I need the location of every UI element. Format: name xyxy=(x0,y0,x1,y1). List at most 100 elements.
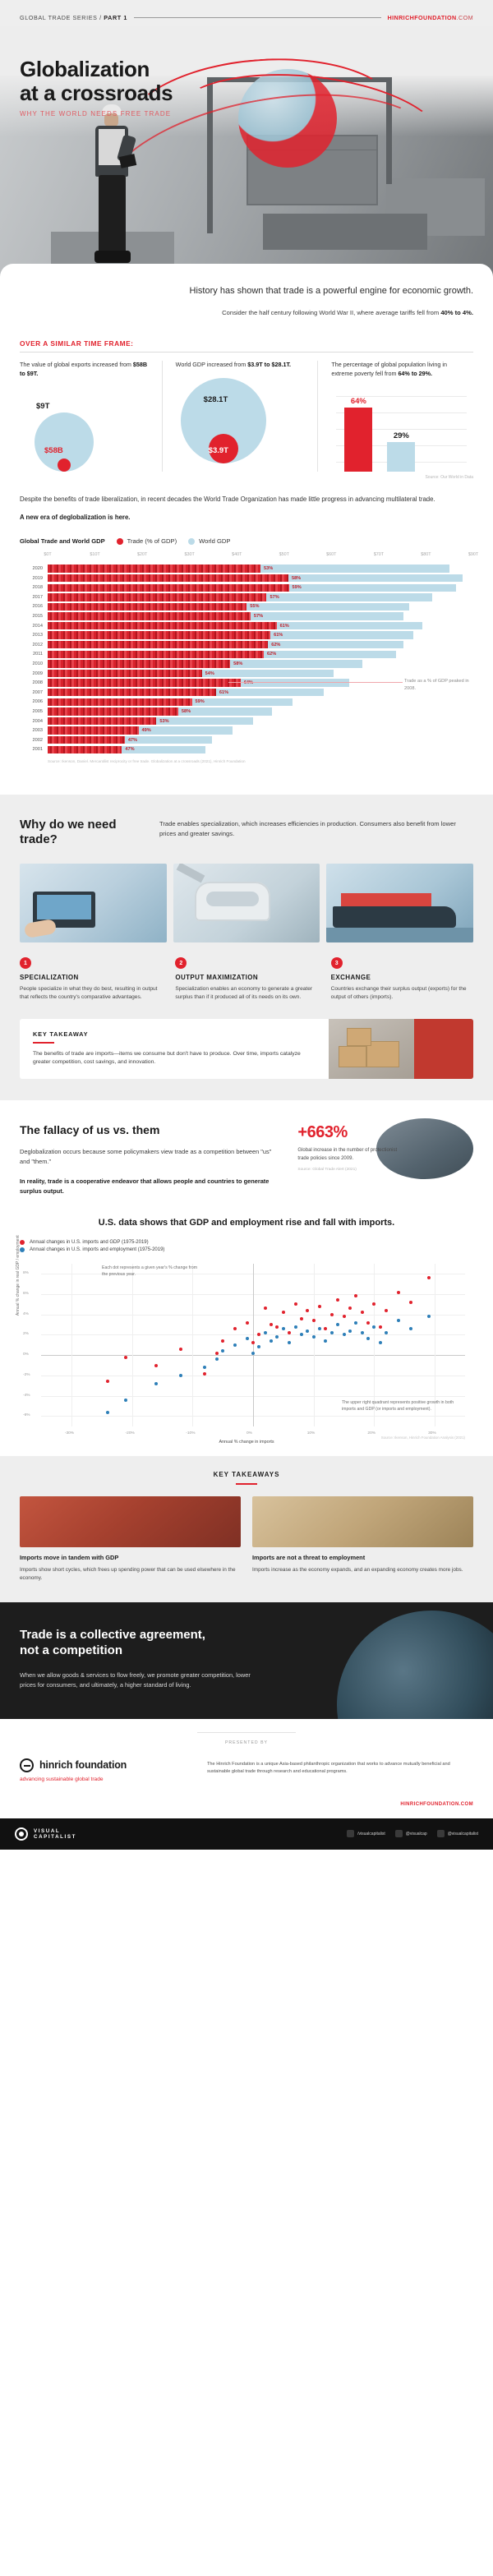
bar-trade xyxy=(48,745,122,753)
chart-row-year: 2004 xyxy=(32,718,43,724)
header-site-link[interactable]: HINRICHFOUNDATION.COM xyxy=(387,14,473,21)
scatter-point xyxy=(299,1333,303,1337)
scatter-plot-area: -6%-4%-2%0%2%4%6%8%-30%-20%-10%0%10%20%3… xyxy=(23,1263,465,1435)
clipboard-icon xyxy=(118,154,137,168)
main-panel: History has shown that trade is a powerf… xyxy=(0,264,493,781)
bar-trade-value: 58% xyxy=(181,708,191,714)
scatter-point xyxy=(306,1329,310,1333)
scatter-point xyxy=(233,1327,237,1331)
bar-trade-value: 57% xyxy=(270,594,279,600)
chart-row: 2012 62% xyxy=(20,640,473,650)
presented-rule xyxy=(197,1731,296,1733)
scatter-xtick: 20% xyxy=(367,1431,376,1435)
chart-row-year: 2013 xyxy=(32,633,43,638)
photo-car-assembly xyxy=(173,864,320,943)
scatter-point xyxy=(245,1320,249,1325)
worker-legs xyxy=(99,175,126,254)
chart-row-track: 49% xyxy=(48,726,473,735)
social-label: /visualcapitalist xyxy=(357,1831,385,1836)
social-link[interactable]: @visualcap xyxy=(394,1830,427,1838)
scatter-gridline-v xyxy=(131,1263,133,1426)
closing-section: Trade is a collective agreement, not a c… xyxy=(0,1601,493,1719)
bar-trade-value: 53% xyxy=(264,566,274,572)
social-label: @visualcapitalist xyxy=(447,1831,478,1836)
scatter-note-top: Each dot represents a given year's % cha… xyxy=(102,1265,198,1277)
chart-row-year: 2003 xyxy=(32,728,43,734)
infographic-page: GLOBAL TRADE SERIES / PART 1 HINRICHFOUN… xyxy=(0,0,493,1850)
scatter-point xyxy=(270,1339,274,1343)
scatter-point xyxy=(245,1337,249,1341)
bar-trade xyxy=(48,565,260,573)
why-header: Why do we need trade? Trade enables spec… xyxy=(20,818,473,847)
chart-row-year: 2006 xyxy=(32,699,43,705)
why-point-text: People specialize in what they do best, … xyxy=(20,986,158,1001)
brand-tagline: advancing sustainable global trade xyxy=(20,1776,104,1782)
chart-row: 2006 59% xyxy=(20,698,473,707)
scatter-point xyxy=(378,1341,382,1345)
scatter-point xyxy=(396,1319,400,1323)
chart-row-track: 61% xyxy=(48,621,473,630)
ship-containers xyxy=(341,893,432,907)
brand-block: hinrich foundation advancing sustainable… xyxy=(20,1758,192,1782)
bar-trade xyxy=(48,689,216,697)
scatter-point xyxy=(124,1398,128,1402)
imports-scatter-chart: Annual % change in real GDP / employment… xyxy=(16,1235,473,1448)
why-point-number-icon: 3 xyxy=(330,957,343,970)
social-link[interactable]: @visualcapitalist xyxy=(436,1830,478,1838)
scatter-point xyxy=(366,1337,371,1341)
fallacy-section: The fallacy of us vs. them Deglobalizati… xyxy=(0,1100,493,1456)
scatter-point xyxy=(257,1345,261,1349)
chart-row-track: 59% xyxy=(48,698,473,707)
bar-trade-value: 47% xyxy=(125,747,135,753)
chart-row-track: 62% xyxy=(48,641,473,649)
bar-trade-value: 54% xyxy=(205,670,214,676)
scatter-point xyxy=(408,1327,412,1331)
scatter-point xyxy=(106,1410,110,1414)
social-link[interactable]: /visualcapitalist xyxy=(347,1830,385,1838)
scatter-point xyxy=(426,1315,431,1319)
vc-logo[interactable]: VISUAL CAPITALIST xyxy=(15,1827,76,1841)
footer-site-link[interactable]: HINRICHFOUNDATION.COM xyxy=(0,1800,493,1818)
scatter-point xyxy=(275,1334,279,1339)
bubble-39t xyxy=(208,433,238,463)
chart-row-track: 57% xyxy=(48,593,473,601)
stat-exports-text: The value of global exports increased fr… xyxy=(20,360,148,377)
scatter-point xyxy=(288,1341,292,1345)
why-point-number-icon: 2 xyxy=(175,957,187,970)
cardboard-box-1 xyxy=(339,1046,366,1068)
chart-row-track: 57% xyxy=(48,612,473,620)
legend-gdp: World GDP xyxy=(188,537,230,545)
laptop-screen xyxy=(37,895,91,920)
bar-trade xyxy=(48,583,289,592)
chart-row-year: 2007 xyxy=(32,689,43,695)
chart-annotation: Trade as a % of GDP peaked in 2008. xyxy=(404,679,469,691)
scatter-point xyxy=(124,1355,128,1359)
why-point-title: SPECIALIZATION xyxy=(20,974,79,982)
scatter-point xyxy=(366,1320,371,1325)
scatter-ytick: 6% xyxy=(23,1291,29,1296)
chart-row-track: 54% xyxy=(48,669,473,678)
scatter-x-axis-label: Annual % change in imports xyxy=(219,1439,274,1445)
photo-laptop xyxy=(20,864,167,943)
scatter-point xyxy=(408,1300,412,1304)
bar-trade xyxy=(48,621,277,630)
chart-row-year: 2015 xyxy=(32,614,43,619)
deglob-paragraph: Despite the benefits of trade liberaliza… xyxy=(20,495,435,504)
dock-worker-illustration xyxy=(89,104,137,267)
scatter-point xyxy=(293,1302,297,1306)
scatter-ytick: 2% xyxy=(23,1332,29,1337)
shipping-container-b xyxy=(263,214,427,250)
key-takeaway-label: KEY TAKEAWAY xyxy=(33,1030,89,1038)
social-links: /visualcapitalist @visualcap @visualcapita… xyxy=(347,1830,478,1838)
scatter-point xyxy=(270,1323,274,1327)
scatter-xtick: -10% xyxy=(186,1431,196,1435)
bar-trade-value: 58% xyxy=(291,575,302,581)
scatter-gridline-v xyxy=(313,1263,315,1426)
chart-row-year: 2012 xyxy=(32,642,43,647)
scatter-ytick: 4% xyxy=(23,1311,29,1316)
fallacy-text: The fallacy of us vs. them Deglobalizati… xyxy=(20,1123,283,1196)
